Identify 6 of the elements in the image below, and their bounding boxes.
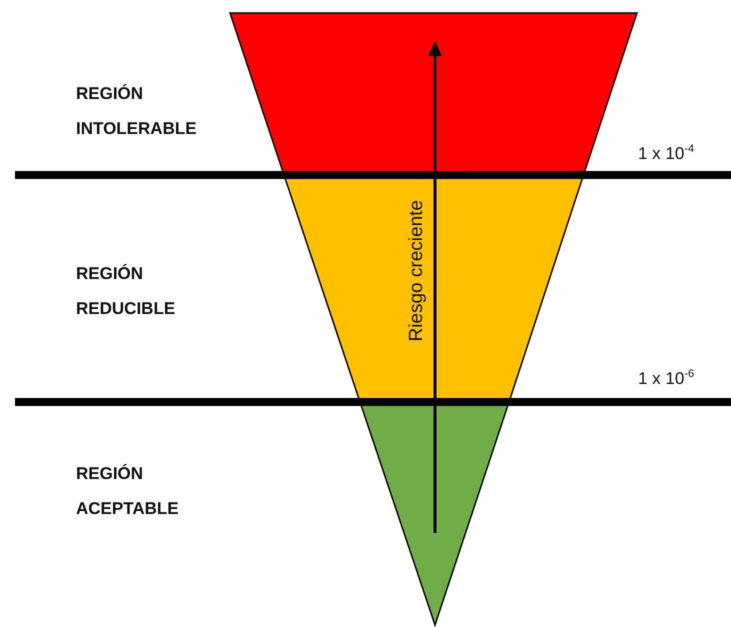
threshold-value: 1 x 10$^{-6}$ [638, 369, 694, 389]
region-label: REGIÓN INTOLERABLE [76, 83, 197, 140]
region-label: REGIÓN ACEPTABLE [76, 463, 179, 520]
region-label: REGIÓN REDUCIBLE [76, 263, 176, 320]
threshold-value: 1 x 10$^{-4}$ [638, 144, 694, 164]
axis-label: Riesgo creciente [406, 200, 428, 342]
